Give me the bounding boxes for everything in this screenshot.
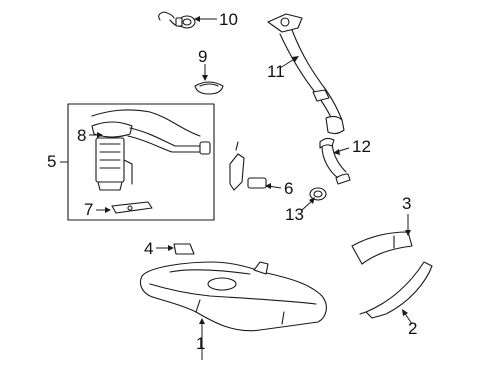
callout-3: 3 [402,194,412,213]
callout-10: 10 [219,10,238,29]
part-13-clamp [309,187,327,201]
callout-12: 12 [352,137,371,156]
callout-7: 7 [84,200,94,219]
callout-8: 8 [77,126,87,145]
part-4-pad [173,243,195,255]
part-3-strap [351,231,413,265]
part-8-pump-module [91,109,211,191]
part-10-sensor [158,11,196,29]
callout-4: 4 [144,239,154,258]
callout-13: 13 [285,205,304,224]
part-6-bracket [229,141,267,191]
callout-9: 9 [198,47,208,66]
callout-5: 5 [47,152,57,171]
part-7-strainer [111,201,153,214]
part-2-strap [359,261,433,319]
leader-lines [60,16,413,360]
part-1-fuel-tank [139,261,327,332]
part-11-filler-pipe [267,13,345,135]
callout-6: 6 [284,179,294,198]
part-9-lock-ring [194,81,224,95]
callout-2: 2 [408,319,418,338]
callout-1: 1 [196,334,206,353]
callout-11: 11 [267,62,285,81]
part-12-hose [319,137,351,185]
